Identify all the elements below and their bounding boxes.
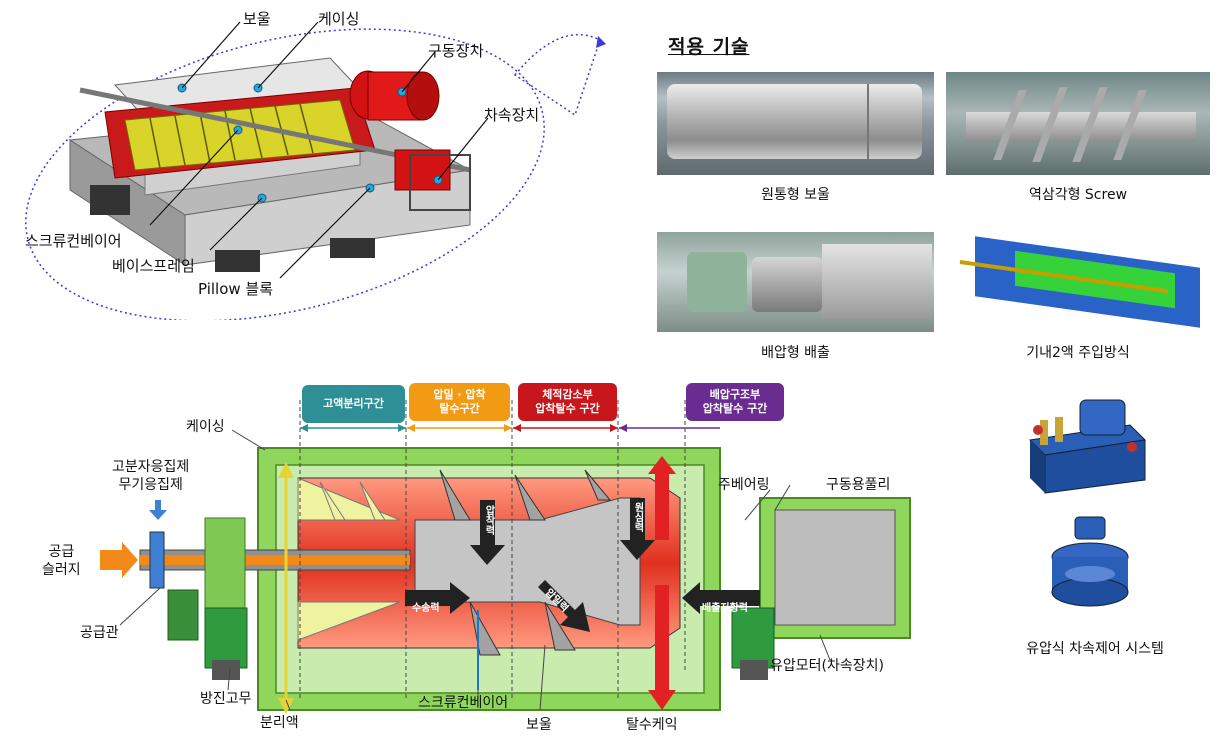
label-supply-sludge: 공급 슬러지: [42, 544, 81, 578]
zone-tag-consolidation: 압밀 · 압착 탈수구간: [409, 383, 510, 421]
caption-cylindrical-bowl: 원통형 보울: [761, 187, 830, 203]
force-label-compression: 압착력: [483, 505, 494, 535]
label-screw-conveyor-bottom: 스크류컨베이어: [418, 695, 509, 711]
photo-cylindrical-bowl: [657, 72, 934, 175]
label-dewatered-cake: 탈수케익: [626, 717, 678, 733]
caption-hydraulic-reducer-system: 유압식 차속제어 시스템: [1026, 641, 1164, 657]
caption-backpressure-discharge: 배압형 배출: [761, 345, 830, 361]
label-reducer-top: 차속장치: [484, 106, 540, 124]
label-drive-top: 구동장치: [428, 42, 484, 60]
zone-tag-volume-reduction: 체적감소부 압착탈수 구간: [518, 383, 617, 421]
label-screw-conveyor-top: 스크류컨베이어: [25, 232, 122, 250]
label-anti-vibration: 방진고무: [200, 691, 252, 707]
hydraulic-motor-illustration: [1051, 516, 1129, 607]
zone-tag-backpressure: 배압구조부 압착탈수 구간: [686, 383, 784, 421]
force-label-transport: 수송력: [412, 603, 440, 614]
decanter-cross-section: [100, 400, 911, 714]
label-separated-liquid: 분리액: [260, 715, 299, 731]
caption-inverted-triangle-screw: 역삼각형 Screw: [1028, 187, 1128, 203]
photo-inverted-triangle-screw: [946, 72, 1210, 175]
label-casing-bottom: 케이싱: [186, 419, 225, 435]
hydraulic-unit-illustration: [1028, 399, 1147, 494]
label-coagulant: 고분자응집제 무기응집제: [112, 459, 190, 493]
label-drive-pulley: 구동용풀리: [826, 477, 891, 493]
label-bowl-bottom: 보울: [526, 717, 552, 733]
photo-backpressure-discharge: [657, 232, 934, 332]
caption-dual-liquid-injection: 기내2액 주입방식: [1026, 345, 1130, 361]
decanter-3d-illustration: [25, 21, 606, 320]
label-base-frame-top: 베이스프레임: [112, 257, 195, 275]
label-supply-pipe: 공급관: [80, 625, 119, 641]
label-casing-top: 케이싱: [318, 10, 360, 28]
tech-heading: 적용 기술: [668, 36, 750, 58]
label-main-bearing: 주베어링: [718, 477, 770, 493]
label-bowl-top: 보울: [243, 10, 271, 28]
force-label-centrifugal: 원심력: [632, 502, 643, 532]
photo-dual-liquid-injection: [955, 232, 1210, 330]
zone-tag-solid-liquid-separation: 고액분리구간: [302, 385, 405, 423]
label-pillow-block-top: Pillow 블록: [198, 280, 274, 298]
label-hydraulic-motor: 유압모터(차속장치): [770, 658, 884, 674]
force-label-discharge-resistance: 배출저항력: [702, 603, 748, 614]
